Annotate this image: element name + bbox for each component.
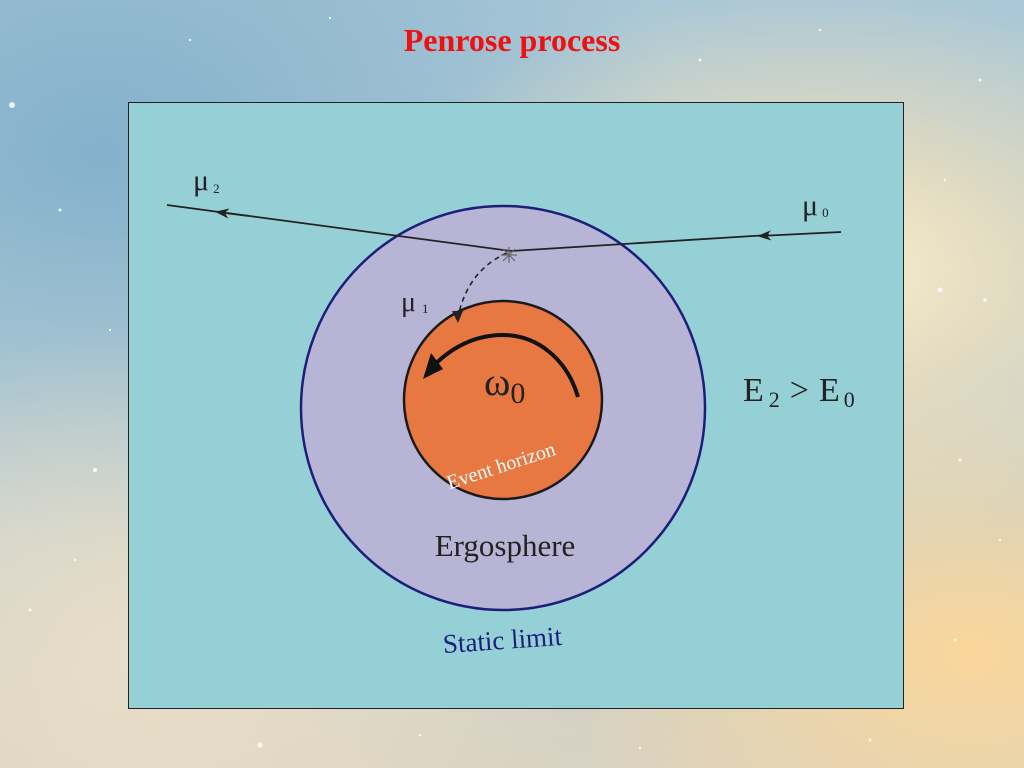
mu2-label: μ [193,164,209,197]
rotation-arrow [425,332,580,398]
svg-text:ω0: ω0 [484,359,525,410]
mu2-subscript: 2 [213,181,220,196]
page-title: Penrose process [403,22,621,58]
trajectory-mu2 [215,208,250,219]
omega-subscript: 0 [510,377,525,410]
energy-e2: E [743,372,764,409]
energy-e2-subscript: 2 [769,387,780,412]
energy-e0: E [819,372,840,409]
ergosphere-label: Ergosphere [435,528,576,563]
trajectory-mu0 [757,230,842,241]
svg-text:μ0: μ0 [802,189,829,222]
trajectory-mu1 [457,252,508,318]
mu1-subscript: 1 [422,301,429,316]
mu0-label: μ [802,189,818,222]
mu0-subscript: 0 [822,205,829,220]
svg-text:μ1: μ1 [401,287,429,318]
asterisk-icon [501,247,517,263]
rotation-arrowhead [423,353,443,379]
svg-text:μ2: μ2 [193,164,220,197]
energy-e0-subscript: 0 [844,387,855,412]
energy-greater-than: > [790,372,809,409]
svg-text:E2>E0: E2>E0 [743,372,855,412]
static-limit-label: Static limit [442,621,564,659]
omega-label: ω [484,359,510,404]
mu1-label: μ [401,287,416,318]
